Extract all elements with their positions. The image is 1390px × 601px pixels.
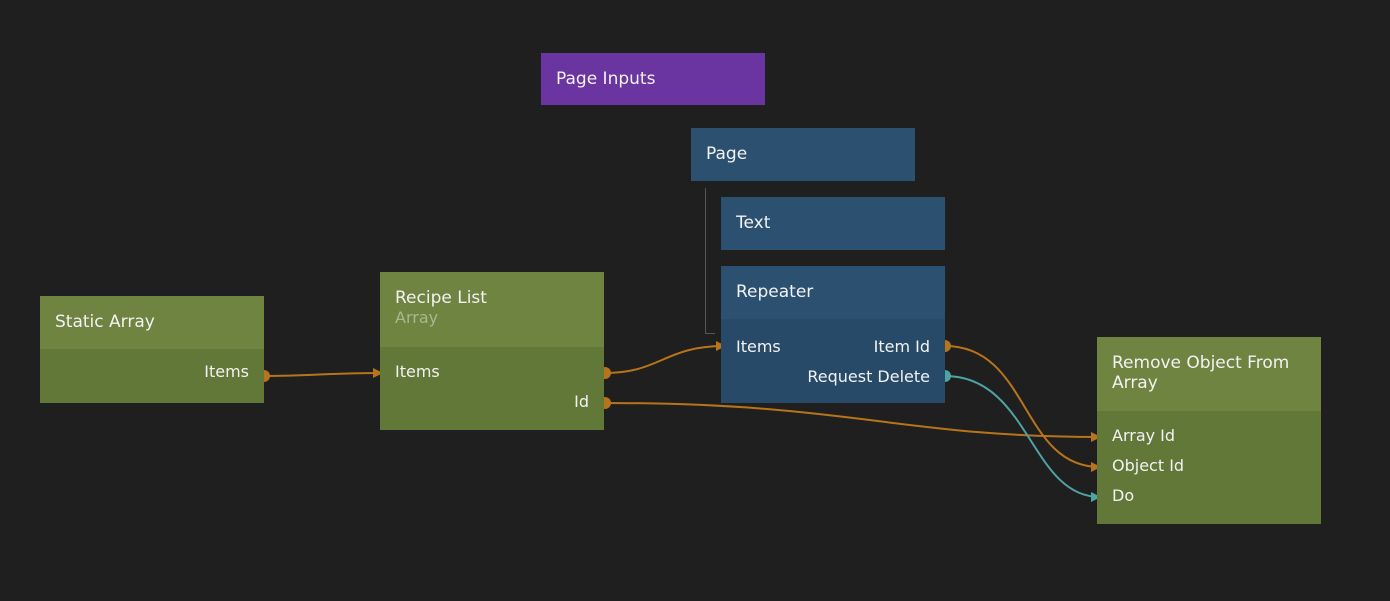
node-repeater[interactable]: Repeater Items Item Id Request Delete xyxy=(721,266,945,403)
wire-delete-to-do xyxy=(944,375,1101,498)
node-remove-object-from-array[interactable]: Remove Object From Array Array Id Object… xyxy=(1097,337,1321,524)
node-title: Text xyxy=(736,213,771,233)
node-title: Static Array xyxy=(55,312,155,332)
input-port-items[interactable]: Items xyxy=(736,337,781,356)
wire-static-to-recipe xyxy=(263,372,381,377)
output-port-items[interactable]: Items xyxy=(204,362,249,381)
node-static-array[interactable]: Static Array Items xyxy=(40,296,264,403)
node-subtitle: Array xyxy=(395,308,439,327)
node-text[interactable]: Text xyxy=(721,197,945,250)
node-recipe-list[interactable]: Recipe List Array Items Id xyxy=(380,272,604,430)
node-title: Repeater xyxy=(736,282,814,302)
wire-id-to-array-id xyxy=(604,402,1101,438)
node-page-inputs[interactable]: Page Inputs xyxy=(541,53,765,105)
input-port-object-id[interactable]: Object Id xyxy=(1112,456,1185,475)
hierarchy-line xyxy=(705,188,706,333)
node-title: Page xyxy=(706,144,748,164)
node-title: Remove Object From Array xyxy=(1112,353,1290,393)
node-title: Recipe List xyxy=(395,288,487,308)
node-page[interactable]: Page xyxy=(691,128,915,181)
output-port-item-id[interactable]: Item Id xyxy=(873,337,930,356)
input-port-array-id[interactable]: Array Id xyxy=(1112,426,1176,445)
node-title: Page Inputs xyxy=(556,69,656,89)
input-port-do[interactable]: Do xyxy=(1112,486,1135,505)
wire-recipe-to-repeater xyxy=(604,345,725,374)
output-port-id[interactable]: Id xyxy=(574,392,589,411)
hierarchy-tick xyxy=(705,333,715,334)
output-port-request-delete[interactable]: Request Delete xyxy=(807,367,930,386)
input-port-items[interactable]: Items xyxy=(395,362,440,381)
wire-itemid-to-objectid xyxy=(944,345,1101,468)
